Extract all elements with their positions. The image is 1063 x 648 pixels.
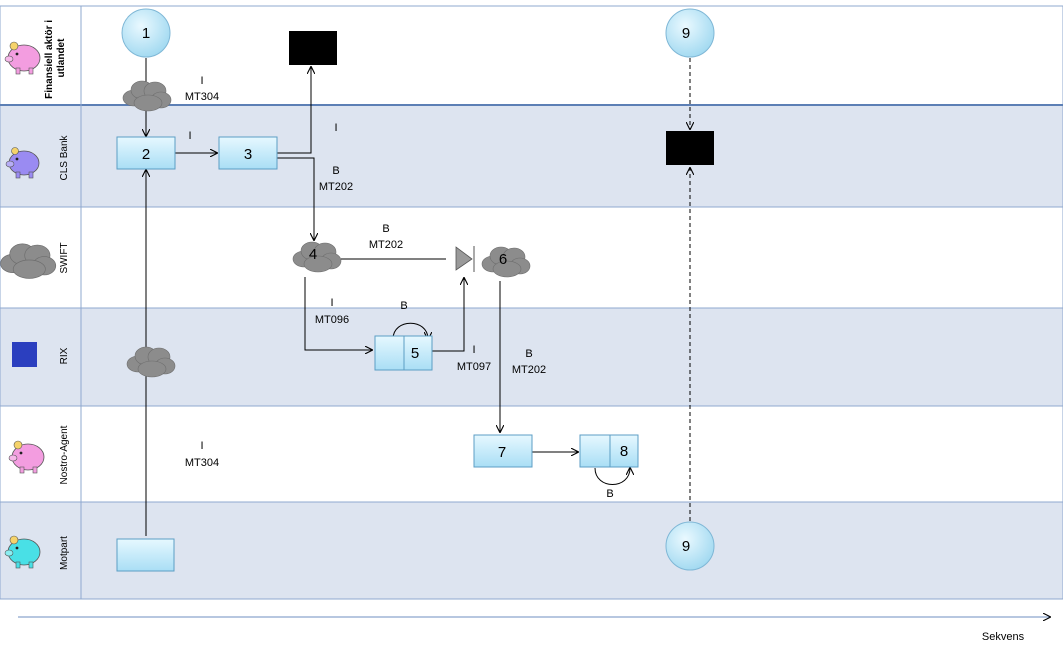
triangle-marker [455,246,475,272]
process-box-8 [579,434,639,468]
process-box-7 [473,434,533,468]
step-number: 4 [309,246,317,263]
lane-icons [0,41,57,569]
lane-cls-bank [0,104,1063,208]
step-number: 8 [620,443,628,460]
process-box-2 [116,136,176,170]
arrow-5-to-6 [432,278,464,352]
piggy-bank-icon [4,535,41,569]
lane-label-rix: RIX [59,347,70,364]
piggy-bank-icon [4,41,41,75]
message-code-label: MT202 [369,239,403,251]
swimlanes [0,5,1063,600]
square-icon [12,342,37,367]
message-code-label: MT202 [319,181,353,193]
arrow-3-to-4 [277,157,314,240]
lane-label-nostro-agent: Nostro-Agent [59,425,70,484]
lane-label-cls-bank: CLS Bank [59,134,70,180]
step-number: 7 [498,444,506,461]
process-box-3 [218,136,278,170]
message-type-label: I [188,130,191,142]
arrow-3-to-financial-actor [277,67,311,154]
message-code-label: MT304 [185,457,219,469]
lane-motpart [0,501,1063,600]
lane-financial-actor [0,5,1063,106]
piggy-bank-icon [8,440,45,474]
step-number: 3 [244,146,252,163]
process-boxes [116,136,639,572]
step-number: 6 [499,251,507,268]
loop-arrow-5 [392,322,428,339]
message-code-label: MT202 [512,364,546,376]
black-block-top [289,31,337,65]
message-type-label: B [400,300,407,312]
message-type-label: I [334,122,337,134]
piggy-bank-icon [5,147,40,179]
lane-label-financial-actor: Finansiell aktör i utlandet [44,17,67,99]
step-numbers: 1 2 3 4 5 6 7 8 9 9 [142,25,690,555]
step-number: 1 [142,25,150,42]
message-type-label: I [472,344,475,356]
message-type-label: B [525,348,532,360]
arrow-4-to-5 [304,277,372,350]
sequence-axis-label: Sekvens [982,631,1025,643]
message-code-label: MT096 [315,314,349,326]
lane-label-motpart: Motpart [59,536,70,570]
step-number: 9 [682,25,690,42]
message-type-label: B [382,223,389,235]
message-type-label: I [200,75,203,87]
step-number: 2 [142,146,150,163]
lane-label-swift: SWIFT [59,242,70,273]
black-block-cls [666,131,714,165]
step-circle-9-top [665,8,715,58]
loop-arrow-8 [594,468,630,485]
lane-rix [0,307,1063,407]
message-code-label: MT097 [457,361,491,373]
message-type-label: B [332,165,339,177]
step-number: 9 [682,538,690,555]
step-circle-1 [121,8,171,58]
lane-swift [0,206,1063,309]
step-number: 5 [411,345,419,362]
step-circle-9-bottom [665,521,715,571]
message-code-label: MT304 [185,91,219,103]
message-type-label: I [330,297,333,309]
message-type-label: I [200,440,203,452]
lane-labels: Finansiell aktör i utlandet CLS Bank SWI… [44,17,70,570]
message-labels: I MT304 I I B MT202 B MT202 I MT096 B I … [185,75,614,500]
message-type-label: B [606,488,613,500]
process-box-motpart [116,538,175,572]
